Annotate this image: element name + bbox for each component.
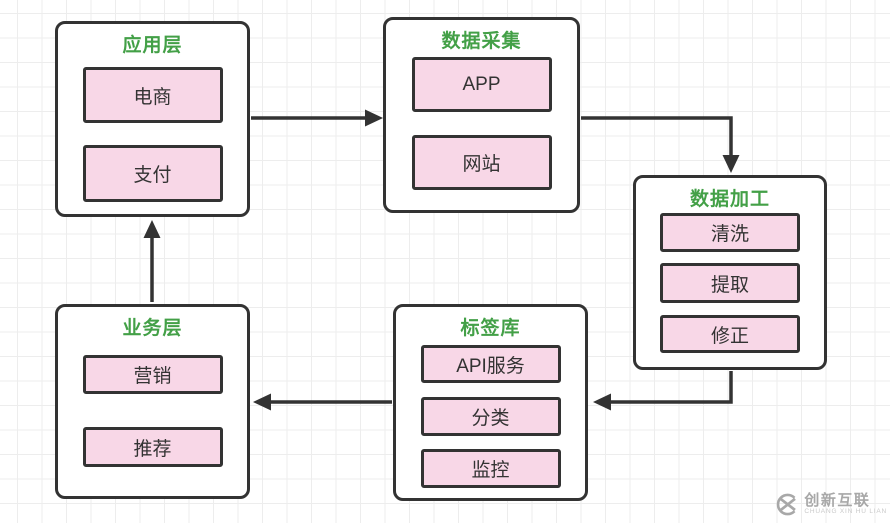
arrow-app-layer-to-data-collection xyxy=(251,109,383,127)
node-item: APP xyxy=(411,57,552,112)
node-item: 清洗 xyxy=(660,213,800,252)
node-item: 推荐 xyxy=(82,427,223,467)
arrow-data-processing-to-tag-library xyxy=(593,371,733,411)
group-business-layer: 业务层 营销 推荐 xyxy=(55,304,250,499)
watermark-name: 创新互联 xyxy=(804,492,871,510)
watermark-subtitle: CHUANG XIN HU LIAN xyxy=(804,507,887,515)
node-item: 分类 xyxy=(420,397,561,436)
node-item: 监控 xyxy=(420,449,561,488)
arrow-business-layer-to-app-layer xyxy=(143,220,161,302)
node-item: 支付 xyxy=(82,145,223,202)
group-title: 标签库 xyxy=(460,318,521,339)
node-item: API服务 xyxy=(420,345,561,383)
group-data-collection: 数据采集 APP 网站 xyxy=(383,17,580,213)
group-title: 数据加工 xyxy=(689,189,770,210)
watermark: 创新互联 CHUANG XIN HU LIAN xyxy=(774,492,887,517)
node-item: 提取 xyxy=(660,263,800,303)
node-item: 网站 xyxy=(411,135,552,190)
arrow-data-collection-to-data-processing xyxy=(581,116,740,173)
node-item: 修正 xyxy=(660,315,800,353)
group-tag-library: 标签库 API服务 分类 监控 xyxy=(393,304,588,501)
group-data-processing: 数据加工 清洗 提取 修正 xyxy=(633,175,827,370)
group-title: 数据采集 xyxy=(441,31,522,52)
arrow-tag-library-to-business-layer xyxy=(253,393,392,411)
node-item: 营销 xyxy=(82,355,223,394)
watermark-logo-icon xyxy=(777,493,797,516)
group-title: 应用层 xyxy=(122,35,183,56)
node-item: 电商 xyxy=(82,67,223,123)
group-title: 业务层 xyxy=(122,318,183,339)
group-app-layer: 应用层 电商 支付 xyxy=(55,21,250,217)
